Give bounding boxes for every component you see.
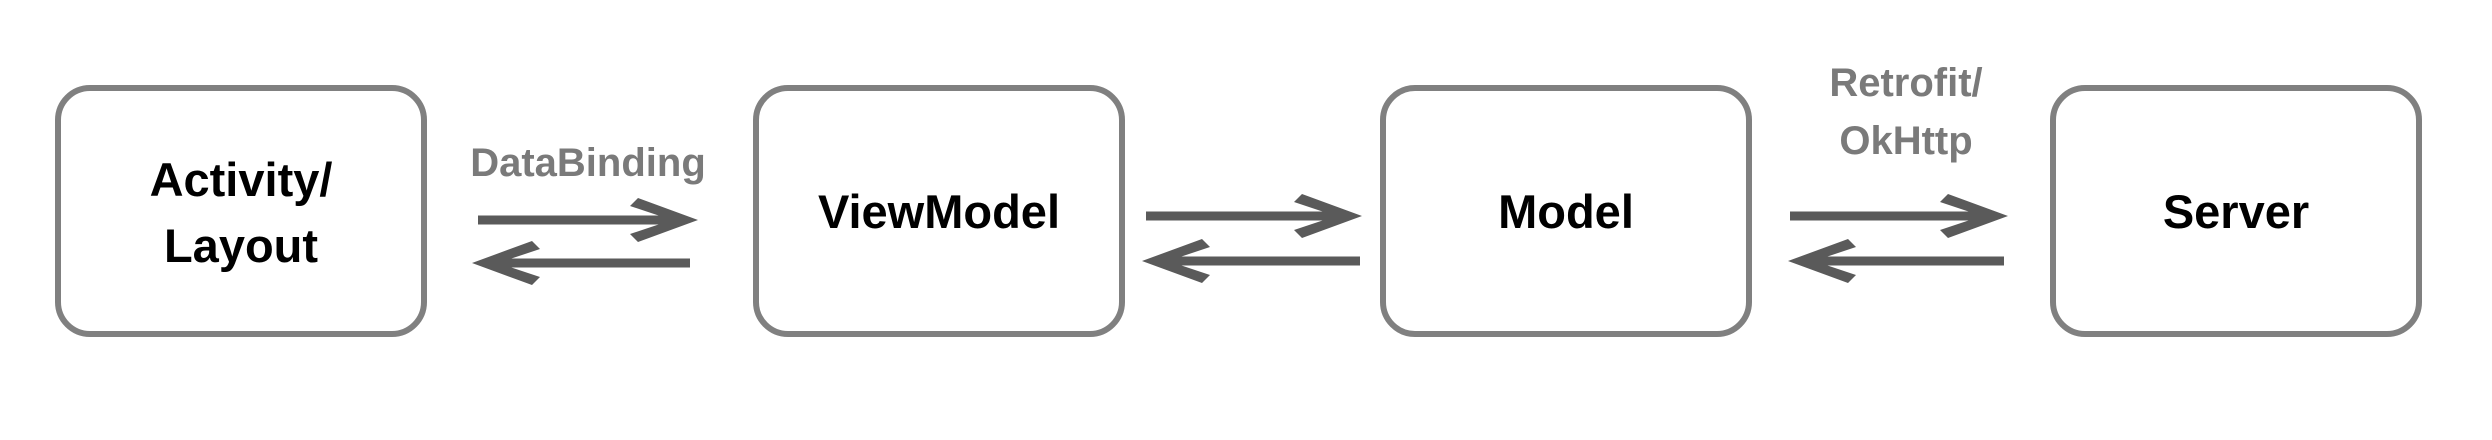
edge-label: OkHttp bbox=[1839, 119, 1972, 163]
node-label-line: Server bbox=[2163, 185, 2309, 238]
edge-model-server: Retrofit/ OkHttp bbox=[1788, 61, 2008, 283]
arrow-left bbox=[1788, 239, 2004, 283]
arrow-right bbox=[1790, 194, 2008, 238]
edge-label: Retrofit/ bbox=[1829, 61, 1982, 105]
edge-activity-viewmodel: DataBinding bbox=[470, 141, 706, 285]
edge-label: DataBinding bbox=[470, 141, 706, 185]
node-label-line: Model bbox=[1498, 185, 1634, 238]
node-activity-layout: Activity/ Layout bbox=[55, 85, 427, 337]
node-box bbox=[753, 85, 1125, 337]
edge-viewmodel-model bbox=[1142, 194, 1362, 283]
node-viewmodel: ViewModel bbox=[753, 85, 1125, 337]
node-label-line: ViewModel bbox=[818, 185, 1060, 238]
node-server: Server bbox=[2050, 85, 2422, 337]
arrow-left bbox=[1142, 239, 1360, 283]
node-box bbox=[55, 85, 427, 337]
node-model: Model bbox=[1380, 85, 1752, 337]
node-box bbox=[2050, 85, 2422, 337]
node-box bbox=[1380, 85, 1752, 337]
arrow-right bbox=[1146, 194, 1362, 238]
arrow-right bbox=[478, 198, 698, 242]
node-label-line: Layout bbox=[164, 219, 318, 272]
arrow-left bbox=[472, 241, 690, 285]
node-label-line: Activity/ bbox=[150, 153, 333, 206]
